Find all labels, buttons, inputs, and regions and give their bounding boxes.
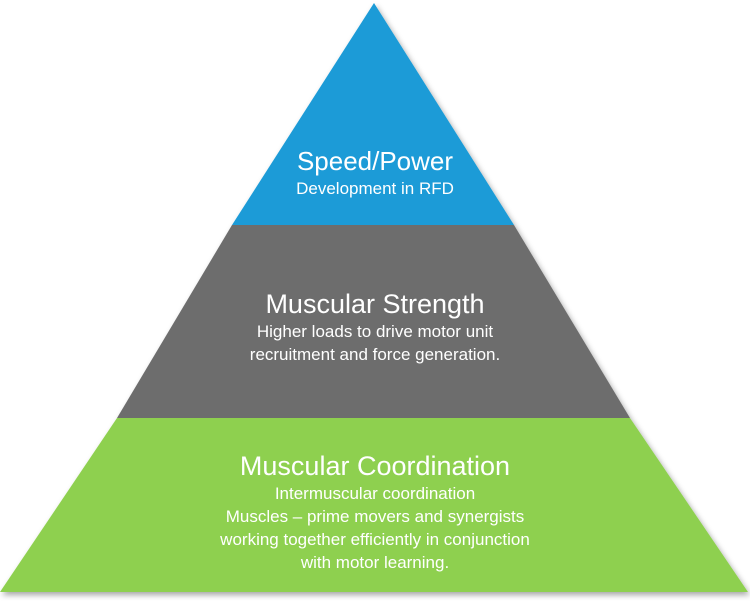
tier-top-speed-power bbox=[232, 3, 514, 225]
tier-top-title: Speed/Power bbox=[296, 146, 454, 176]
tier-bottom-description-line: working together efficiently in conjunct… bbox=[220, 530, 530, 549]
tier-bottom-label: Muscular Coordination Intermuscular coor… bbox=[0, 450, 750, 574]
tier-middle-title: Muscular Strength bbox=[265, 289, 485, 319]
tier-middle-label: Muscular Strength Higher loads to drive … bbox=[0, 288, 750, 366]
tier-middle-description-line: recruitment and force generation. bbox=[249, 345, 501, 364]
tier-top-description: Development in RFD bbox=[296, 179, 454, 198]
tier-bottom-title: Muscular Coordination bbox=[239, 451, 511, 481]
tier-bottom-description-line: with motor learning. bbox=[300, 553, 450, 572]
tier-top-label: Speed/Power Development in RFD bbox=[0, 145, 750, 200]
tier-bottom-description-line: Intermuscular coordination bbox=[274, 484, 476, 503]
tier-middle-muscular-strength bbox=[117, 225, 630, 418]
tier-bottom-muscular-coordination bbox=[0, 418, 748, 592]
tier-bottom-description-line: Muscles – prime movers and synergists bbox=[225, 507, 525, 526]
tier-middle-description-line: Higher loads to drive motor unit bbox=[256, 322, 494, 341]
